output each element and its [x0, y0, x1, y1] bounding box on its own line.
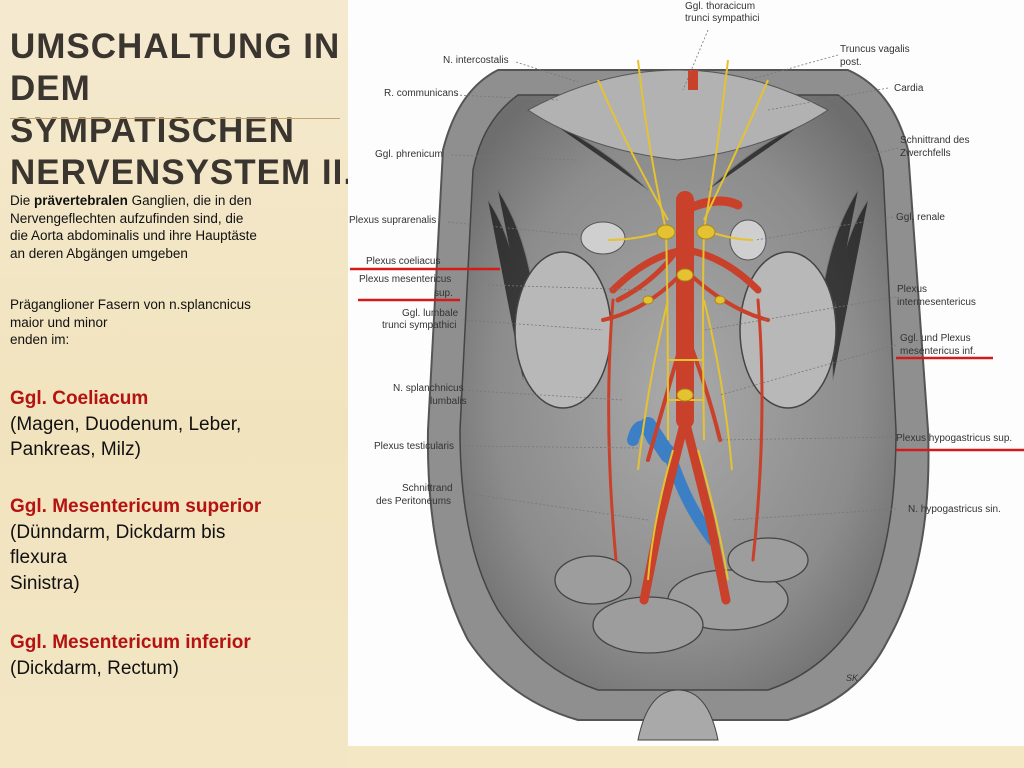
left-kidney	[514, 251, 612, 409]
intro-bold: prävertebralen	[34, 193, 128, 208]
ganglion-mes-sup-name: Ggl. Mesentericum superior	[10, 496, 262, 517]
ganglion-coeliacum: Ggl. Coeliacum (Magen, Duodenum, Leber, …	[10, 386, 241, 463]
text-panel	[0, 0, 348, 768]
left-adrenal	[580, 221, 626, 255]
label-n-intercostalis: N. intercostalis	[443, 55, 509, 66]
label-ggl-lumbale: Ggl. lumbale	[402, 308, 459, 319]
label-plexus-suprarenalis: Plexus suprarenalis	[349, 215, 436, 226]
bottom-stripe	[348, 746, 1024, 768]
ganglion-mes-inf: Ggl. Mesentericum inferior (Dickdarm, Re…	[10, 630, 251, 681]
ganglion-coeliacum-organs-1: (Magen, Duodenum, Leber,	[10, 413, 242, 435]
ganglion-mes-inf-name: Ggl. Mesentericum inferior	[10, 632, 251, 653]
label-intermesentericus: intermesentericus	[897, 297, 976, 308]
ganglion-coeliacum-name: Ggl. Coeliacum	[10, 388, 149, 409]
label-plexus-coeliacus: Plexus coeliacus	[366, 256, 440, 267]
label-trunci-sympathici-top: trunci sympathici	[685, 13, 759, 24]
emphasis-underlines	[350, 267, 1024, 452]
title-line-2: dem sympatischen	[10, 69, 295, 150]
title-line-1: Umschaltung in	[10, 27, 341, 66]
label-lumbalis: lumbalis	[430, 396, 467, 407]
ganglion-mes-sup-organs-1: (Dünndarm, Dickdarm bis	[10, 521, 226, 543]
ganglion-mes-inf-organs-1: (Dickdarm, Rectum)	[10, 657, 179, 679]
fibers-line-3: enden im:	[10, 332, 70, 347]
label-ggl-thoracicum: Ggl. thoracicum	[685, 1, 755, 12]
intro-line-3: die Aorta abdominalis und ihre Hauptäste	[10, 228, 257, 243]
ganglion-coeliacum-organs-2: Pankreas, Milz)	[10, 439, 141, 460]
title-divider	[10, 118, 340, 119]
anatomy-illustration: Ggl. thoracicum trunci sympathici N. int…	[348, 0, 1024, 746]
label-ggl-renale: Ggl. renale	[896, 212, 945, 223]
intro-line-4: an deren Abgängen umgeben	[10, 245, 188, 261]
label-plexus-testicularis: Plexus testicularis	[374, 441, 454, 452]
label-n-splanchnicus: N. splanchnicus	[393, 383, 464, 394]
label-r-communicans: R. communicans	[384, 88, 458, 99]
label-post: post.	[840, 57, 862, 68]
label-zwerchfells: Zwerchfells	[900, 148, 951, 159]
label-sup: sup.	[434, 288, 453, 299]
anatomy-figure: Ggl. thoracicum trunci sympathici N. int…	[348, 0, 1024, 746]
label-ggl-phrenicum: Ggl. phrenicum	[375, 149, 443, 160]
label-cardia: Cardia	[894, 83, 924, 94]
fibers-line-1: Präganglioner Fasern von n.splancnicus	[10, 297, 251, 312]
intro-before: Die	[10, 193, 35, 208]
label-plexus: Plexus	[897, 284, 927, 295]
label-mesentericus-inf: mesentericus inf.	[900, 346, 976, 357]
label-trunci-sympathici: trunci sympathici	[382, 320, 456, 331]
intro-paragraph: Die prävertebralen Ganglien, die in den …	[10, 192, 257, 262]
label-plexus-mesentericus: Plexus mesentericus	[359, 274, 451, 285]
label-plexus-hypogastricus: Plexus hypogastricus sup.	[896, 433, 1012, 444]
pelvis	[637, 689, 719, 741]
slide-title: Umschaltung in dem sympatischen Nervensy…	[10, 26, 380, 194]
ganglion-mes-sup-organs-3: Sinistra)	[10, 572, 80, 594]
right-kidney	[739, 251, 837, 409]
artist-signature: SK	[846, 673, 859, 683]
ganglion-mes-sup: Ggl. Mesentericum superior (Dünndarm, Di…	[10, 494, 261, 596]
label-n-hypogastricus: N. hypogastricus sin.	[908, 504, 1001, 515]
label-des-peritoneums: des Peritoneums	[376, 496, 451, 507]
label-truncus-vagalis: Truncus vagalis	[840, 44, 910, 55]
fibers-paragraph: Präganglioner Fasern von n.splancnicus m…	[10, 296, 251, 349]
fibers-line-2: maior und minor	[10, 314, 108, 330]
label-ggl-und-plexus: Ggl. und Plexus	[900, 333, 971, 344]
title-line-3: Nervensystem II.	[10, 153, 355, 192]
intro-line-1: Ganglien, die in den	[127, 193, 252, 208]
intro-line-2: Nervengeflechten aufzufinden sind, die	[10, 210, 244, 226]
ganglion-mes-sup-organs-2: flexura	[10, 547, 68, 568]
label-schnittrand: Schnittrand	[402, 483, 453, 494]
label-schnittrand-des: Schnittrand des	[900, 135, 970, 146]
